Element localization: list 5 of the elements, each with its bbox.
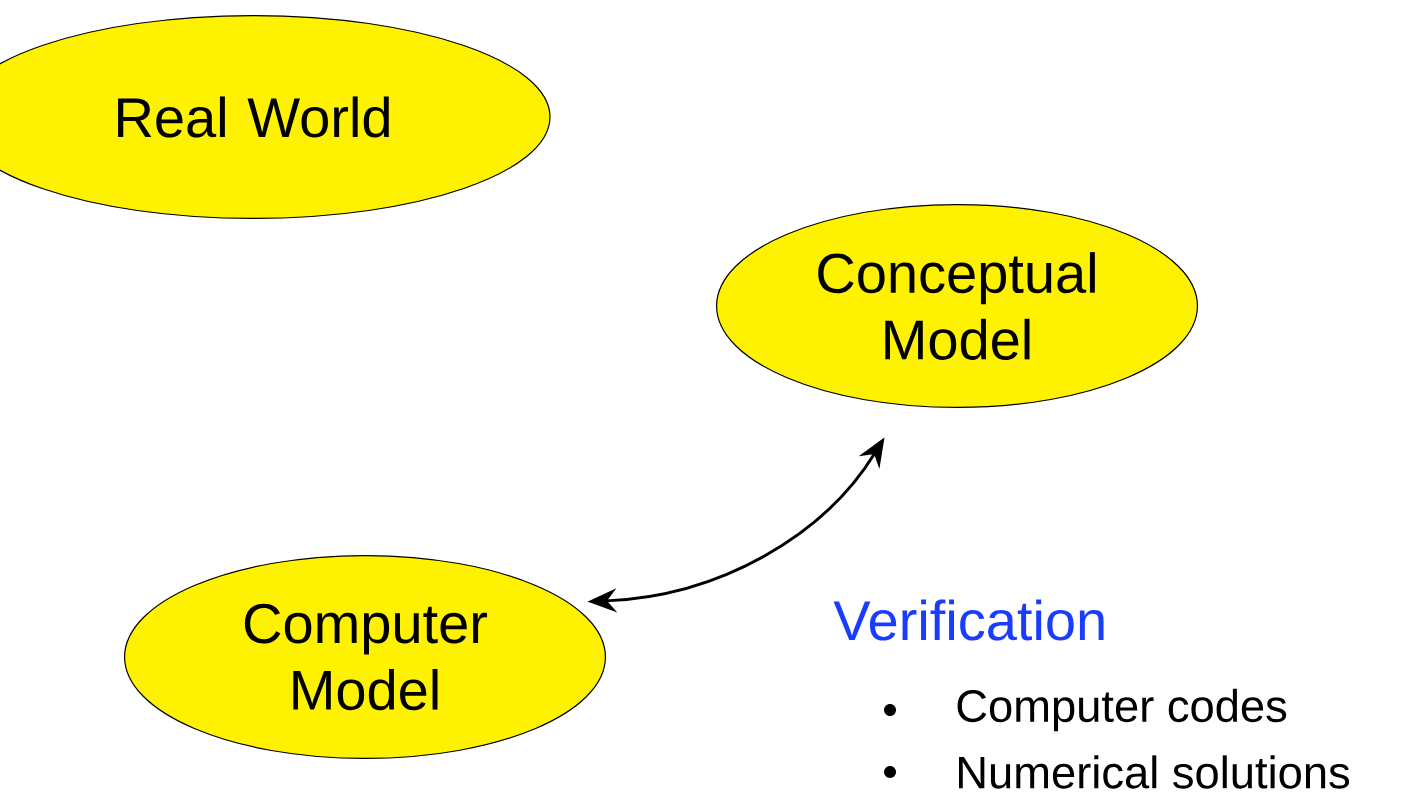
list-item: Numerical solutions [959,755,1350,789]
ellipse-node: Conceptual Model [716,203,1199,409]
ellipse-node: Computer Model [124,554,607,760]
title-text: Verification [833,599,1104,641]
list-item: Computer codes [957,688,1287,732]
